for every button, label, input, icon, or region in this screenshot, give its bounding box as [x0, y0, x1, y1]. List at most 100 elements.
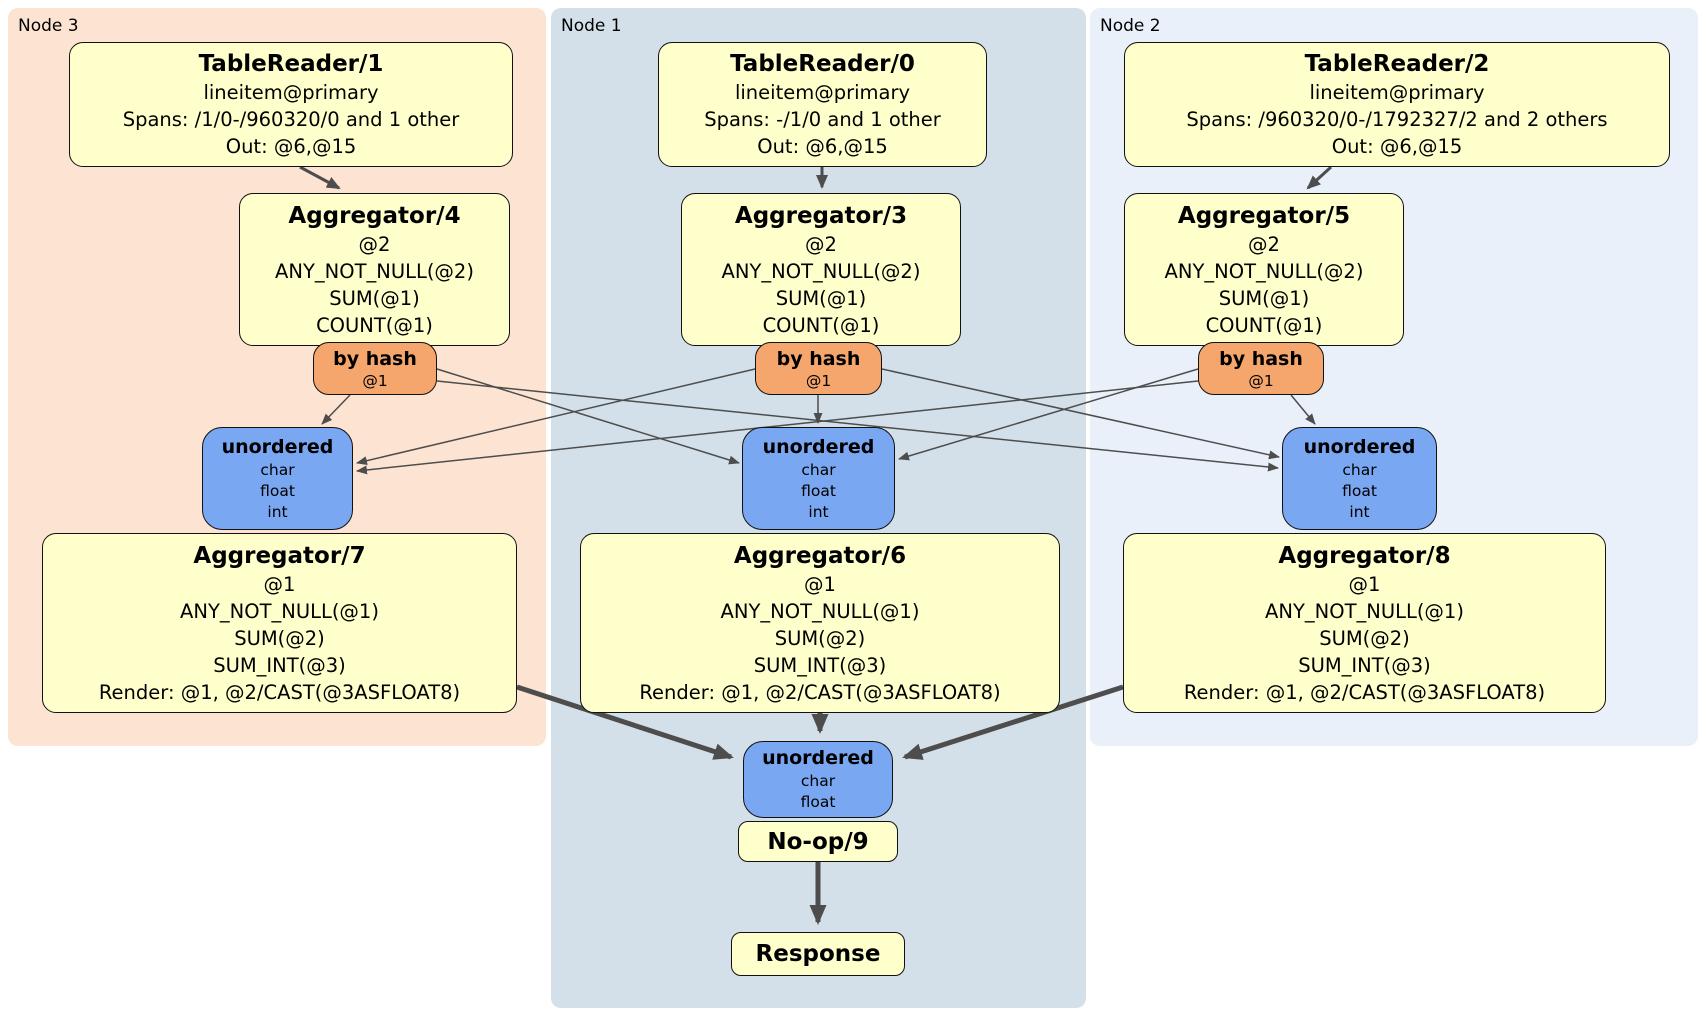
processor-detail: lineitem@primary — [203, 81, 379, 104]
router-detail: @1 — [805, 371, 832, 390]
processor-detail: SUM_INT(@3) — [753, 653, 887, 677]
router-title: by hash — [333, 347, 417, 370]
processor-title: TableReader/2 — [1304, 51, 1490, 77]
processor-title: Aggregator/7 — [193, 542, 366, 569]
processor-detail: @2 — [805, 232, 837, 256]
processor-aggregator-6: Aggregator/6 @1 ANY_NOT_NULL(@1) SUM(@2)… — [580, 533, 1060, 713]
sync-title: unordered — [762, 747, 874, 769]
sync-unordered-node1: unordered char float int — [742, 427, 895, 530]
processor-detail: SUM(@2) — [774, 626, 866, 650]
edge-hash3-sync1 — [436, 368, 740, 465]
edge-hash2-sync2 — [1290, 394, 1316, 425]
node-group-3-label: Node 3 — [18, 16, 79, 36]
sync-column: int — [1349, 502, 1370, 521]
processor-detail: @1 — [1348, 572, 1381, 596]
processor-title: No-op/9 — [767, 828, 869, 855]
processor-aggregator-8: Aggregator/8 @1 ANY_NOT_NULL(@1) SUM(@2)… — [1123, 533, 1606, 713]
edge-tablereader1-aggregator4 — [299, 165, 341, 190]
edge-hash1-sync2 — [881, 368, 1280, 460]
sync-column: char — [800, 772, 836, 790]
edge-hash3-sync2 — [436, 380, 1279, 472]
router-by-hash-node2: by hash @1 — [1198, 342, 1324, 395]
processor-detail: Spans: /960320/0-/1792327/2 and 2 others — [1186, 108, 1608, 131]
edge-hash1-sync3 — [356, 368, 756, 466]
processor-detail: COUNT(@1) — [316, 313, 433, 337]
node-group-1-label: Node 1 — [561, 16, 622, 36]
sync-column: char — [260, 460, 295, 479]
processor-detail: ANY_NOT_NULL(@2) — [275, 259, 474, 283]
sync-column: char — [1342, 460, 1377, 479]
processor-detail: SUM(@1) — [1218, 286, 1310, 310]
processor-detail: Out: @6,@15 — [1331, 135, 1463, 158]
router-title: by hash — [776, 347, 861, 370]
router-by-hash-node3: by hash @1 — [313, 342, 437, 395]
processor-title: Aggregator/8 — [1278, 542, 1451, 569]
processor-title: TableReader/1 — [198, 51, 384, 77]
processor-detail: SUM(@2) — [234, 626, 325, 650]
processor-detail: @2 — [1248, 232, 1280, 256]
processor-title: Aggregator/3 — [734, 202, 908, 229]
sync-column: char — [801, 460, 836, 479]
edge-aggregator8-final-sync — [902, 684, 1124, 760]
processor-detail: COUNT(@1) — [762, 313, 880, 337]
processor-detail: SUM(@2) — [1319, 626, 1410, 650]
processor-tablereader-2: TableReader/2 lineitem@primary Spans: /9… — [1124, 42, 1670, 167]
sync-column: float — [1342, 481, 1377, 500]
sync-column: float — [800, 793, 836, 811]
sync-column: float — [801, 481, 836, 500]
processor-detail: @1 — [804, 572, 836, 596]
processor-detail: ANY_NOT_NULL(@1) — [720, 599, 920, 623]
processor-detail: Render: @1, @2/CAST(@3ASFLOAT8) — [98, 680, 461, 704]
sync-column: int — [267, 502, 288, 521]
sync-unordered-node3: unordered char float int — [202, 427, 353, 530]
processor-detail: COUNT(@1) — [1205, 313, 1323, 337]
sync-title: unordered — [1303, 435, 1416, 458]
router-detail: @1 — [362, 371, 388, 390]
processor-tablereader-0: TableReader/0 lineitem@primary Spans: -/… — [658, 42, 987, 167]
sync-unordered-final: unordered char float — [743, 741, 893, 818]
processor-aggregator-7: Aggregator/7 @1 ANY_NOT_NULL(@1) SUM(@2)… — [42, 533, 517, 713]
sync-column: float — [260, 481, 295, 500]
processor-title: Aggregator/5 — [1177, 202, 1351, 229]
processor-detail: Render: @1, @2/CAST(@3ASFLOAT8) — [639, 680, 1001, 704]
processor-title: Response — [755, 941, 881, 967]
processor-detail: SUM_INT(@3) — [213, 653, 346, 677]
processor-detail: Out: @6,@15 — [757, 135, 888, 158]
processor-detail: SUM_INT(@3) — [1298, 653, 1431, 677]
edge-tablereader2-aggregator5 — [1306, 165, 1333, 190]
sync-title: unordered — [221, 435, 334, 458]
router-detail: @1 — [1248, 371, 1274, 390]
processor-title: Aggregator/6 — [733, 542, 907, 569]
processor-detail: Render: @1, @2/CAST(@3ASFLOAT8) — [1183, 680, 1546, 704]
processor-detail: ANY_NOT_NULL(@1) — [1265, 599, 1464, 623]
processor-detail: ANY_NOT_NULL(@2) — [721, 259, 921, 283]
response-node: Response — [731, 932, 905, 976]
processor-tablereader-1: TableReader/1 lineitem@primary Spans: /1… — [69, 42, 513, 167]
processor-aggregator-5: Aggregator/5 @2 ANY_NOT_NULL(@2) SUM(@1)… — [1124, 193, 1404, 346]
processor-title: Aggregator/4 — [288, 202, 461, 229]
processor-aggregator-4: Aggregator/4 @2 ANY_NOT_NULL(@2) SUM(@1)… — [239, 193, 510, 346]
processor-detail: SUM(@1) — [329, 286, 420, 310]
sync-unordered-node2: unordered char float int — [1282, 427, 1437, 530]
router-title: by hash — [1219, 347, 1303, 370]
processor-detail: Spans: /1/0-/960320/0 and 1 other — [122, 108, 460, 131]
node-group-2-label: Node 2 — [1100, 16, 1161, 36]
processor-title: TableReader/0 — [730, 51, 915, 77]
processor-detail: ANY_NOT_NULL(@1) — [180, 599, 379, 623]
processor-aggregator-3: Aggregator/3 @2 ANY_NOT_NULL(@2) SUM(@1)… — [681, 193, 961, 346]
edge-hash2-sync1 — [898, 368, 1199, 461]
edge-hash3-sync3 — [321, 394, 351, 425]
edge-hash2-sync3 — [356, 380, 1199, 475]
processor-detail: ANY_NOT_NULL(@2) — [1164, 259, 1364, 283]
processor-detail: @1 — [263, 572, 296, 596]
processor-detail: SUM(@1) — [775, 286, 867, 310]
processor-detail: lineitem@primary — [734, 81, 911, 104]
sync-title: unordered — [762, 435, 875, 458]
processor-detail: Out: @6,@15 — [225, 135, 357, 158]
router-by-hash-node1: by hash @1 — [755, 342, 882, 395]
processor-noop-9: No-op/9 — [738, 821, 898, 862]
processor-detail: @2 — [358, 232, 391, 256]
processor-detail: Spans: -/1/0 and 1 other — [704, 108, 941, 131]
